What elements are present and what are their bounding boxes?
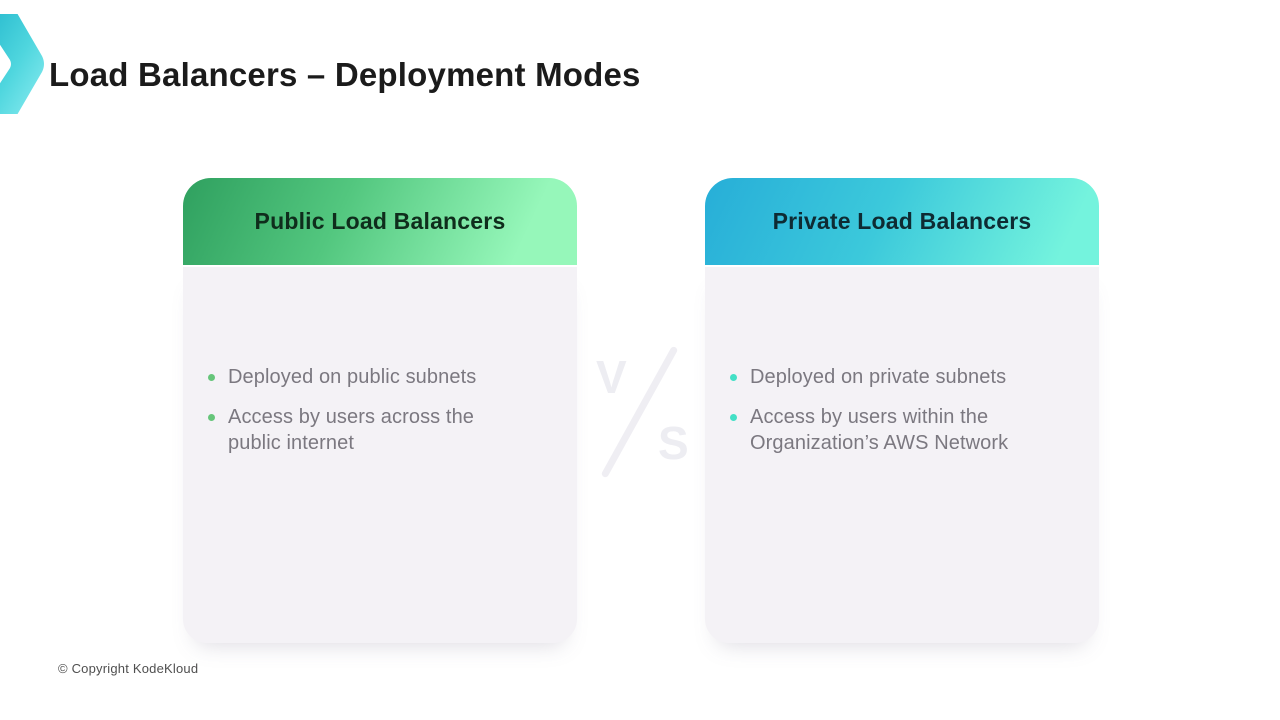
bullet-dot-icon (208, 414, 215, 421)
card-public-title: Public Load Balancers (254, 208, 506, 234)
card-private-body: Deployed on private subnets Access by us… (705, 267, 1099, 643)
list-item: Deployed on public subnets (208, 364, 549, 390)
card-private-title: Private Load Balancers (772, 208, 1032, 234)
bullet-dot-icon (730, 374, 737, 381)
versus-slash-icon (600, 345, 679, 479)
bullet-text: Access by users across the public intern… (228, 406, 475, 454)
versus-letter-s: S (658, 417, 689, 469)
list-item: Access by users across the public intern… (208, 404, 549, 456)
card-public-header: Public Load Balancers (183, 178, 577, 265)
card-private-load-balancers: Private Load Balancers Deployed on priva… (705, 178, 1099, 643)
page-title: Load Balancers – Deployment Modes (49, 56, 641, 93)
bullet-text: Deployed on private subnets (750, 366, 1007, 388)
copyright-notice: © Copyright KodeKloud (58, 661, 199, 676)
bullet-text: Deployed on public subnets (228, 366, 477, 388)
card-private-bullet-list: Deployed on private subnets Access by us… (730, 364, 1071, 456)
bullet-dot-icon (730, 414, 737, 421)
card-private-header: Private Load Balancers (705, 178, 1099, 265)
card-public-load-balancers: Public Load Balancers Deployed on public… (183, 178, 577, 643)
kodekloud-chevron-icon (0, 14, 44, 114)
card-public-bullet-list: Deployed on public subnets Access by use… (208, 364, 549, 456)
versus-letter-v: V (596, 351, 627, 403)
bullet-dot-icon (208, 374, 215, 381)
card-public-body: Deployed on public subnets Access by use… (183, 267, 577, 643)
list-item: Access by users within the Organization’… (730, 404, 1071, 456)
list-item: Deployed on private subnets (730, 364, 1071, 390)
bullet-text: Access by users within the Organization’… (750, 406, 1009, 454)
